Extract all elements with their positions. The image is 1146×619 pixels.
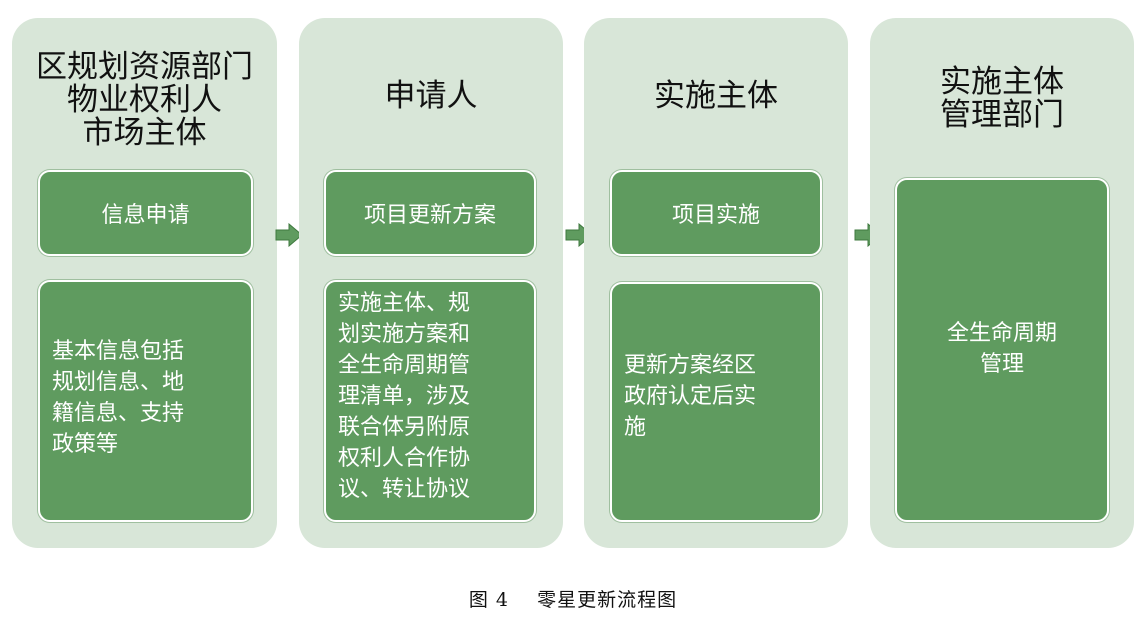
column-2-body-box: 实施主体、规 划实施方案和 全生命周期管 理清单，涉及 联合体另附原 权利人合作… [324, 280, 536, 522]
column-4: 实施主体 管理部门 全生命周期 管理 [870, 18, 1134, 548]
column-4-title: 实施主体 管理部门 [940, 64, 1064, 133]
column-3-top-box: 项目实施 [610, 170, 822, 256]
arrow-icon [275, 223, 303, 247]
column-4-body-box: 全生命周期 管理 [895, 178, 1109, 522]
column-1: 区规划资源部门 物业权利人 市场主体 信息申请 基本信息包括 规划信息、地 籍信… [12, 18, 277, 548]
column-3-body-box: 更新方案经区 政府认定后实 施 [610, 282, 822, 522]
column-3-title: 实施主体 [654, 78, 778, 114]
column-2-top-box: 项目更新方案 [324, 170, 536, 256]
column-1-body-box: 基本信息包括 规划信息、地 籍信息、支持 政策等 [38, 280, 253, 522]
figure-caption: 图 4 零星更新流程图 [468, 589, 678, 611]
column-2-title: 申请人 [384, 78, 478, 114]
column-1-top-box: 信息申请 [38, 170, 253, 256]
column-2: 申请人 项目更新方案 实施主体、规 划实施方案和 全生命周期管 理清单，涉及 联… [299, 18, 563, 548]
column-1-title: 区规划资源部门 物业权利人 市场主体 [36, 49, 253, 151]
column-3: 实施主体 项目实施 更新方案经区 政府认定后实 施 [584, 18, 848, 548]
